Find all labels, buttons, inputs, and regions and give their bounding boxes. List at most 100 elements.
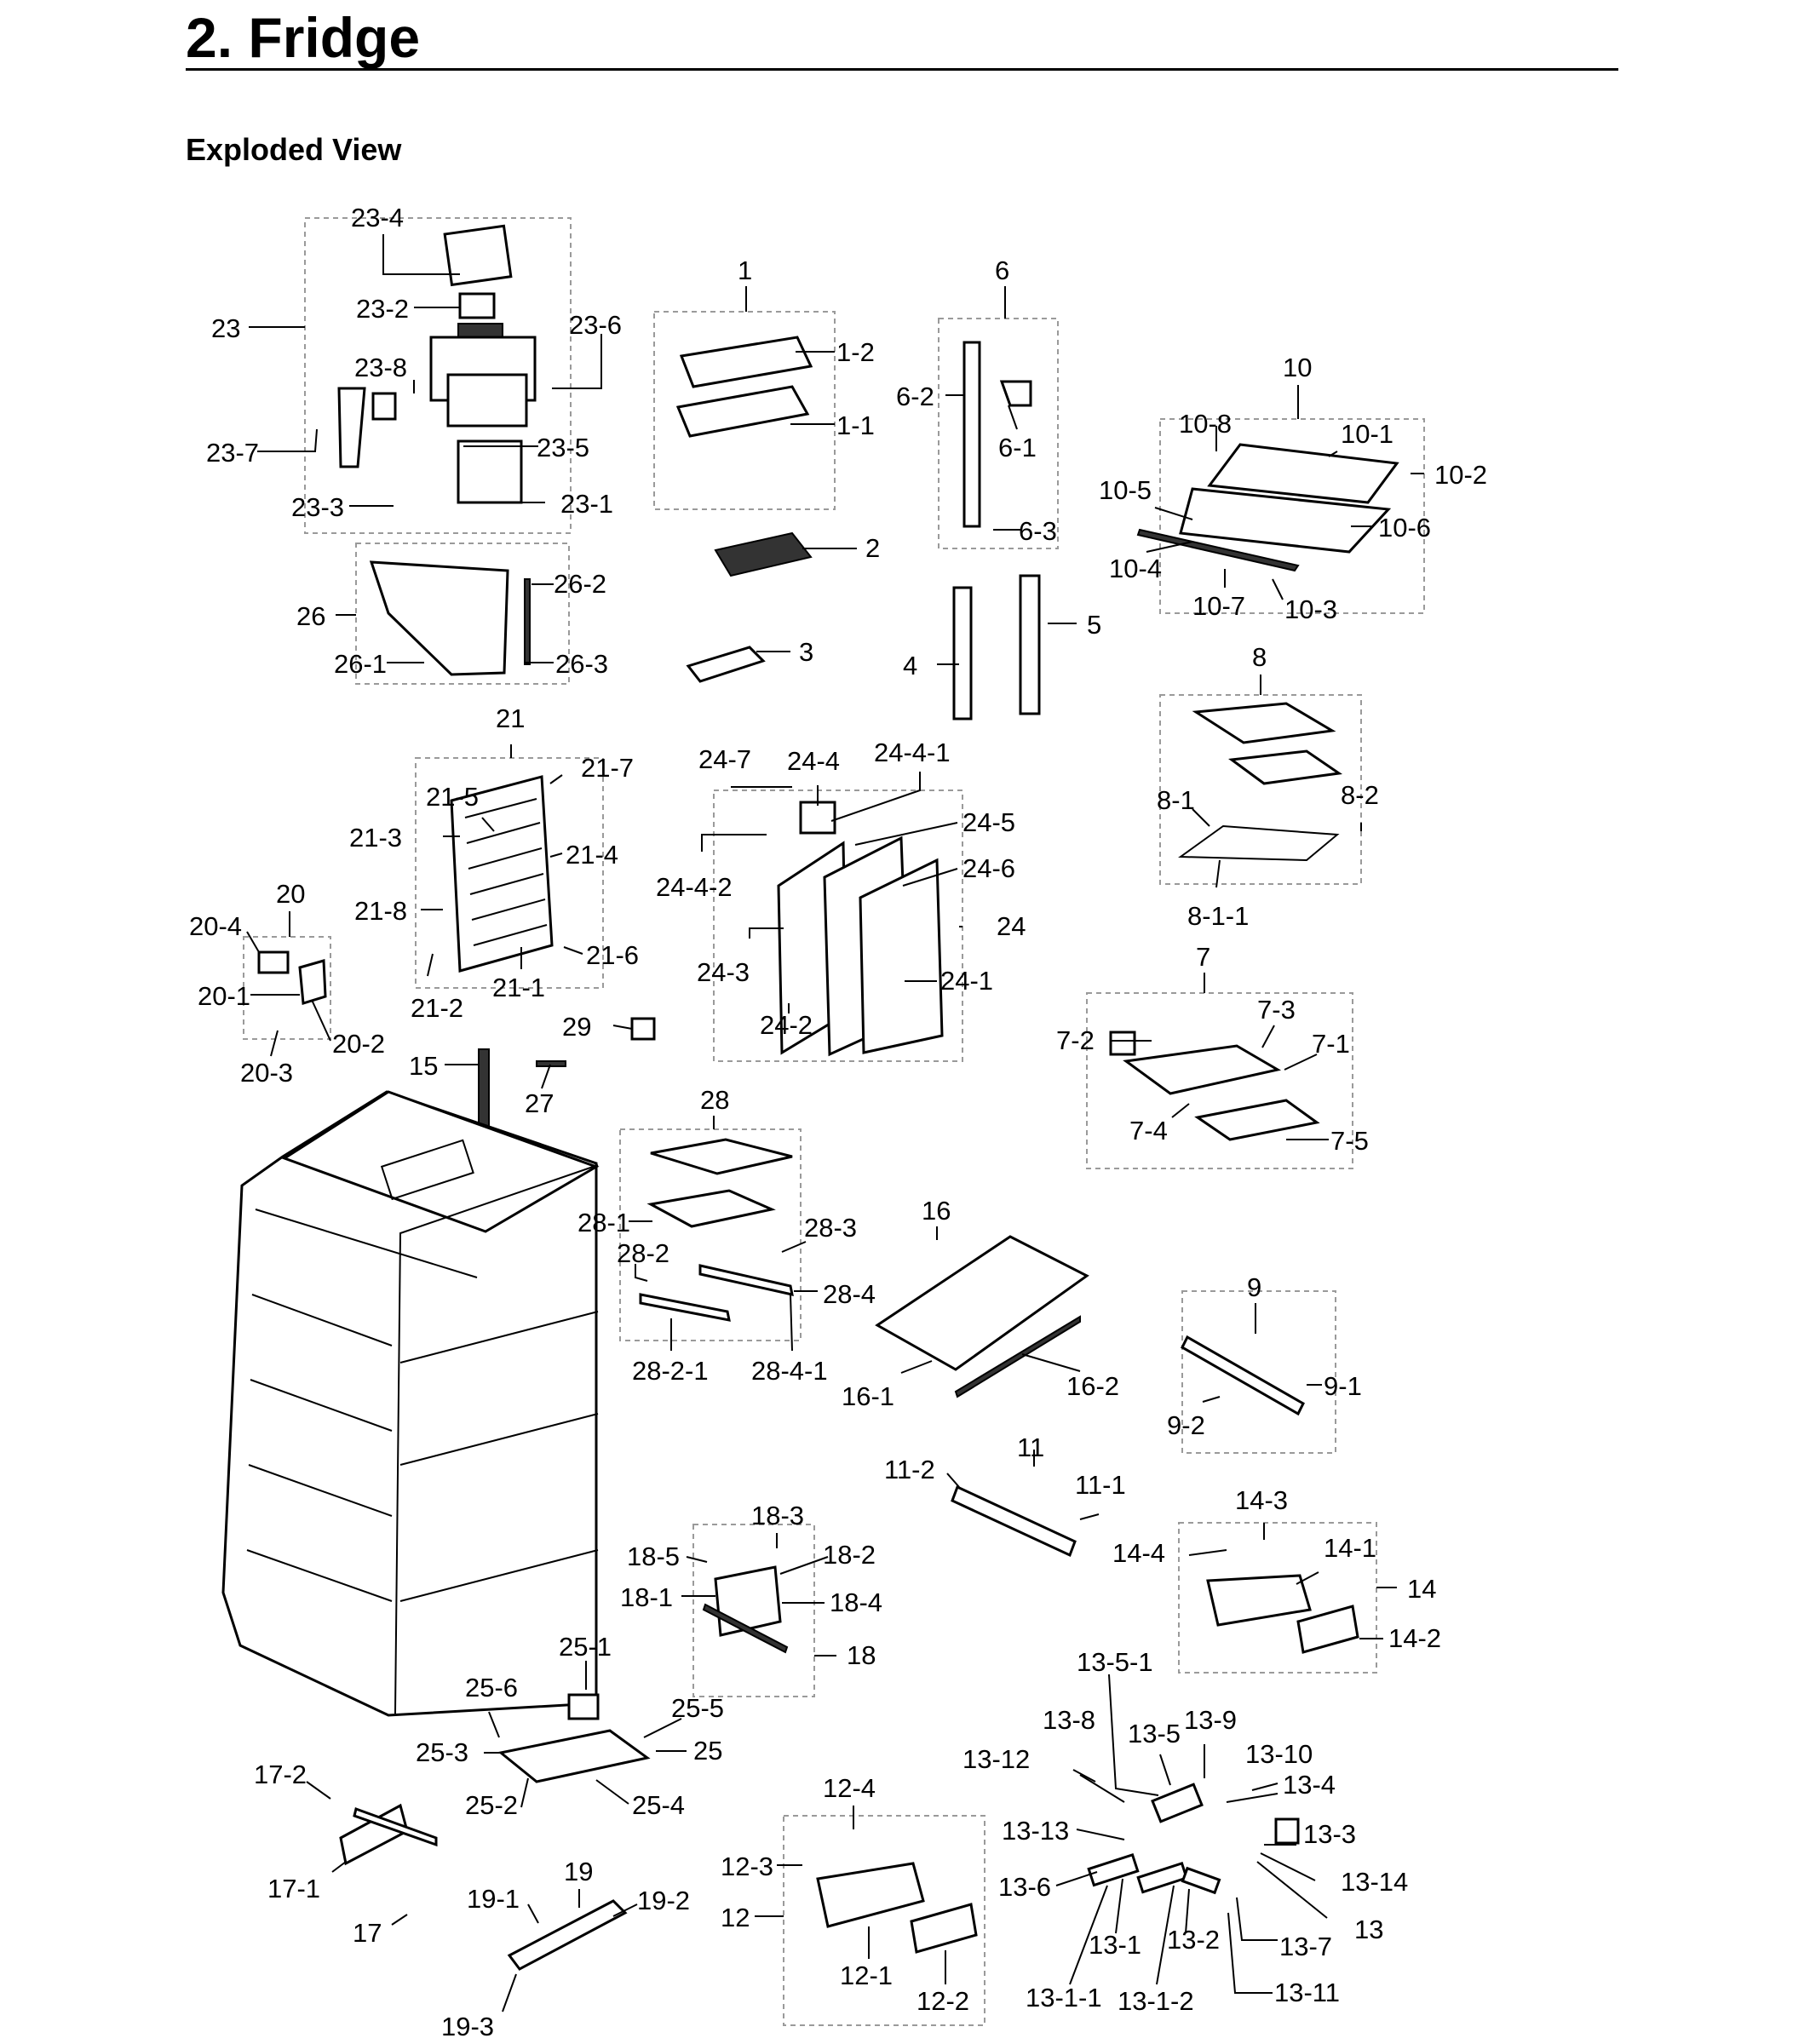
grille-part <box>714 531 813 577</box>
label-13-12: 13-12 <box>962 1744 1030 1774</box>
rail-4-part <box>952 586 973 721</box>
label-28-1: 28-1 <box>577 1208 630 1237</box>
part-20-1 <box>298 959 327 1005</box>
label-16: 16 <box>922 1196 951 1226</box>
ice-bucket-rail-part <box>524 578 531 665</box>
rail-11-part <box>951 1484 1077 1558</box>
label-25: 25 <box>693 1736 722 1766</box>
label-24-6: 24-6 <box>962 853 1015 883</box>
page-title: 2. Fridge <box>186 6 421 69</box>
label-8-1: 8-1 <box>1157 785 1195 815</box>
group-box-7 <box>1086 992 1353 1169</box>
label-28: 28 <box>700 1085 729 1115</box>
group-box-26 <box>355 543 570 685</box>
group-box-1 <box>653 311 836 510</box>
label-21-8: 21-8 <box>354 896 407 926</box>
label-23-8: 23-8 <box>354 353 407 382</box>
label-10-7: 10-7 <box>1192 591 1245 621</box>
label-23-4: 23-4 <box>351 203 404 233</box>
group-box-10 <box>1159 418 1425 614</box>
label-25-6: 25-6 <box>465 1673 518 1702</box>
label-5: 5 <box>1087 610 1101 640</box>
label-10-4: 10-4 <box>1109 554 1162 583</box>
label-17: 17 <box>353 1918 382 1948</box>
part-25-1 <box>567 1693 600 1720</box>
duct-24-1-part <box>859 858 944 1054</box>
part-13-1 <box>1136 1861 1188 1894</box>
label-7-3: 7-3 <box>1257 995 1296 1025</box>
drawer-front-12-2-part <box>910 1903 978 1954</box>
label-13-1-2: 13-1-2 <box>1118 1986 1194 2016</box>
label-13-14: 13-14 <box>1341 1867 1408 1897</box>
label-9: 9 <box>1247 1272 1261 1302</box>
section-subtitle: Exploded View <box>186 132 402 167</box>
label-20-2: 20-2 <box>332 1029 385 1059</box>
group-box-12 <box>783 1815 985 2026</box>
shelf-28-glass-part <box>650 1138 793 1175</box>
group-box-9 <box>1181 1290 1336 1454</box>
label-21-7: 21-7 <box>581 753 634 783</box>
label-7-1: 7-1 <box>1312 1029 1350 1059</box>
part-illustrations <box>221 224 1399 1971</box>
label-24-1: 24-1 <box>940 966 993 996</box>
label-25-2: 25-2 <box>465 1790 518 1820</box>
label-13-3: 13-3 <box>1303 1819 1356 1849</box>
label-14: 14 <box>1407 1574 1436 1604</box>
label-10-8: 10-8 <box>1179 409 1232 439</box>
part-27 <box>536 1060 566 1067</box>
label-16-1: 16-1 <box>842 1381 894 1411</box>
label-13-1-1: 13-1-1 <box>1026 1983 1102 2012</box>
label-12-2: 12-2 <box>916 1986 969 2016</box>
bin-18-part <box>714 1565 782 1637</box>
group-box-6 <box>938 318 1059 549</box>
label-8: 8 <box>1252 642 1267 672</box>
filter-13-5-part <box>1151 1783 1204 1823</box>
label-9-2: 9-2 <box>1167 1410 1205 1440</box>
label-6-1: 6-1 <box>998 433 1037 462</box>
label-7: 7 <box>1196 942 1210 972</box>
label-24-4-1: 24-4-1 <box>874 738 951 767</box>
label-23-6: 23-6 <box>569 310 622 340</box>
label-2: 2 <box>865 533 880 563</box>
label-13-4: 13-4 <box>1283 1770 1336 1800</box>
fridge-cabinet-part <box>221 1090 600 1717</box>
label-26: 26 <box>296 601 325 631</box>
icemaker-assembly-part <box>337 224 537 504</box>
label-1-1: 1-1 <box>836 411 875 440</box>
shelf-8-frame-part <box>1228 749 1343 785</box>
label-28-3: 28-3 <box>804 1213 857 1243</box>
shelf-7-glass-part <box>1194 1099 1320 1141</box>
label-17-2: 17-2 <box>254 1760 307 1789</box>
label-28-4: 28-4 <box>823 1279 876 1309</box>
label-13-5: 13-5 <box>1128 1719 1181 1748</box>
bracket-6-1-part <box>999 380 1032 407</box>
label-8-1-1: 8-1-1 <box>1187 901 1249 931</box>
label-25-1: 25-1 <box>559 1632 612 1662</box>
label-12-1: 12-1 <box>840 1961 893 1990</box>
drawer-25-part <box>497 1729 651 1783</box>
label-13-8: 13-8 <box>1043 1705 1095 1735</box>
label-4: 4 <box>903 651 917 680</box>
drawer-front-14-2-part <box>1296 1605 1359 1654</box>
label-9-1: 9-1 <box>1324 1371 1362 1401</box>
label-20-3: 20-3 <box>240 1058 293 1088</box>
label-16-2: 16-2 <box>1066 1371 1119 1401</box>
group-box-28 <box>619 1128 802 1341</box>
label-7-4: 7-4 <box>1129 1116 1168 1145</box>
label-21: 21 <box>496 703 525 733</box>
label-26-1: 26-1 <box>334 649 387 679</box>
label-21-2: 21-2 <box>411 993 463 1023</box>
label-18-5: 18-5 <box>627 1542 680 1571</box>
part-15 <box>478 1048 490 1135</box>
label-21-1: 21-1 <box>492 973 545 1002</box>
label-21-3: 21-3 <box>349 823 402 853</box>
group-box-8 <box>1159 694 1362 885</box>
group-box-21 <box>415 757 604 989</box>
label-23-3: 23-3 <box>291 492 344 522</box>
label-25-4: 25-4 <box>632 1790 685 1820</box>
label-26-2: 26-2 <box>554 569 606 599</box>
label-28-2: 28-2 <box>617 1238 669 1268</box>
rail-28-4-part <box>698 1264 794 1296</box>
ice-bucket-part <box>369 560 509 676</box>
label-14-3: 14-3 <box>1235 1485 1288 1515</box>
